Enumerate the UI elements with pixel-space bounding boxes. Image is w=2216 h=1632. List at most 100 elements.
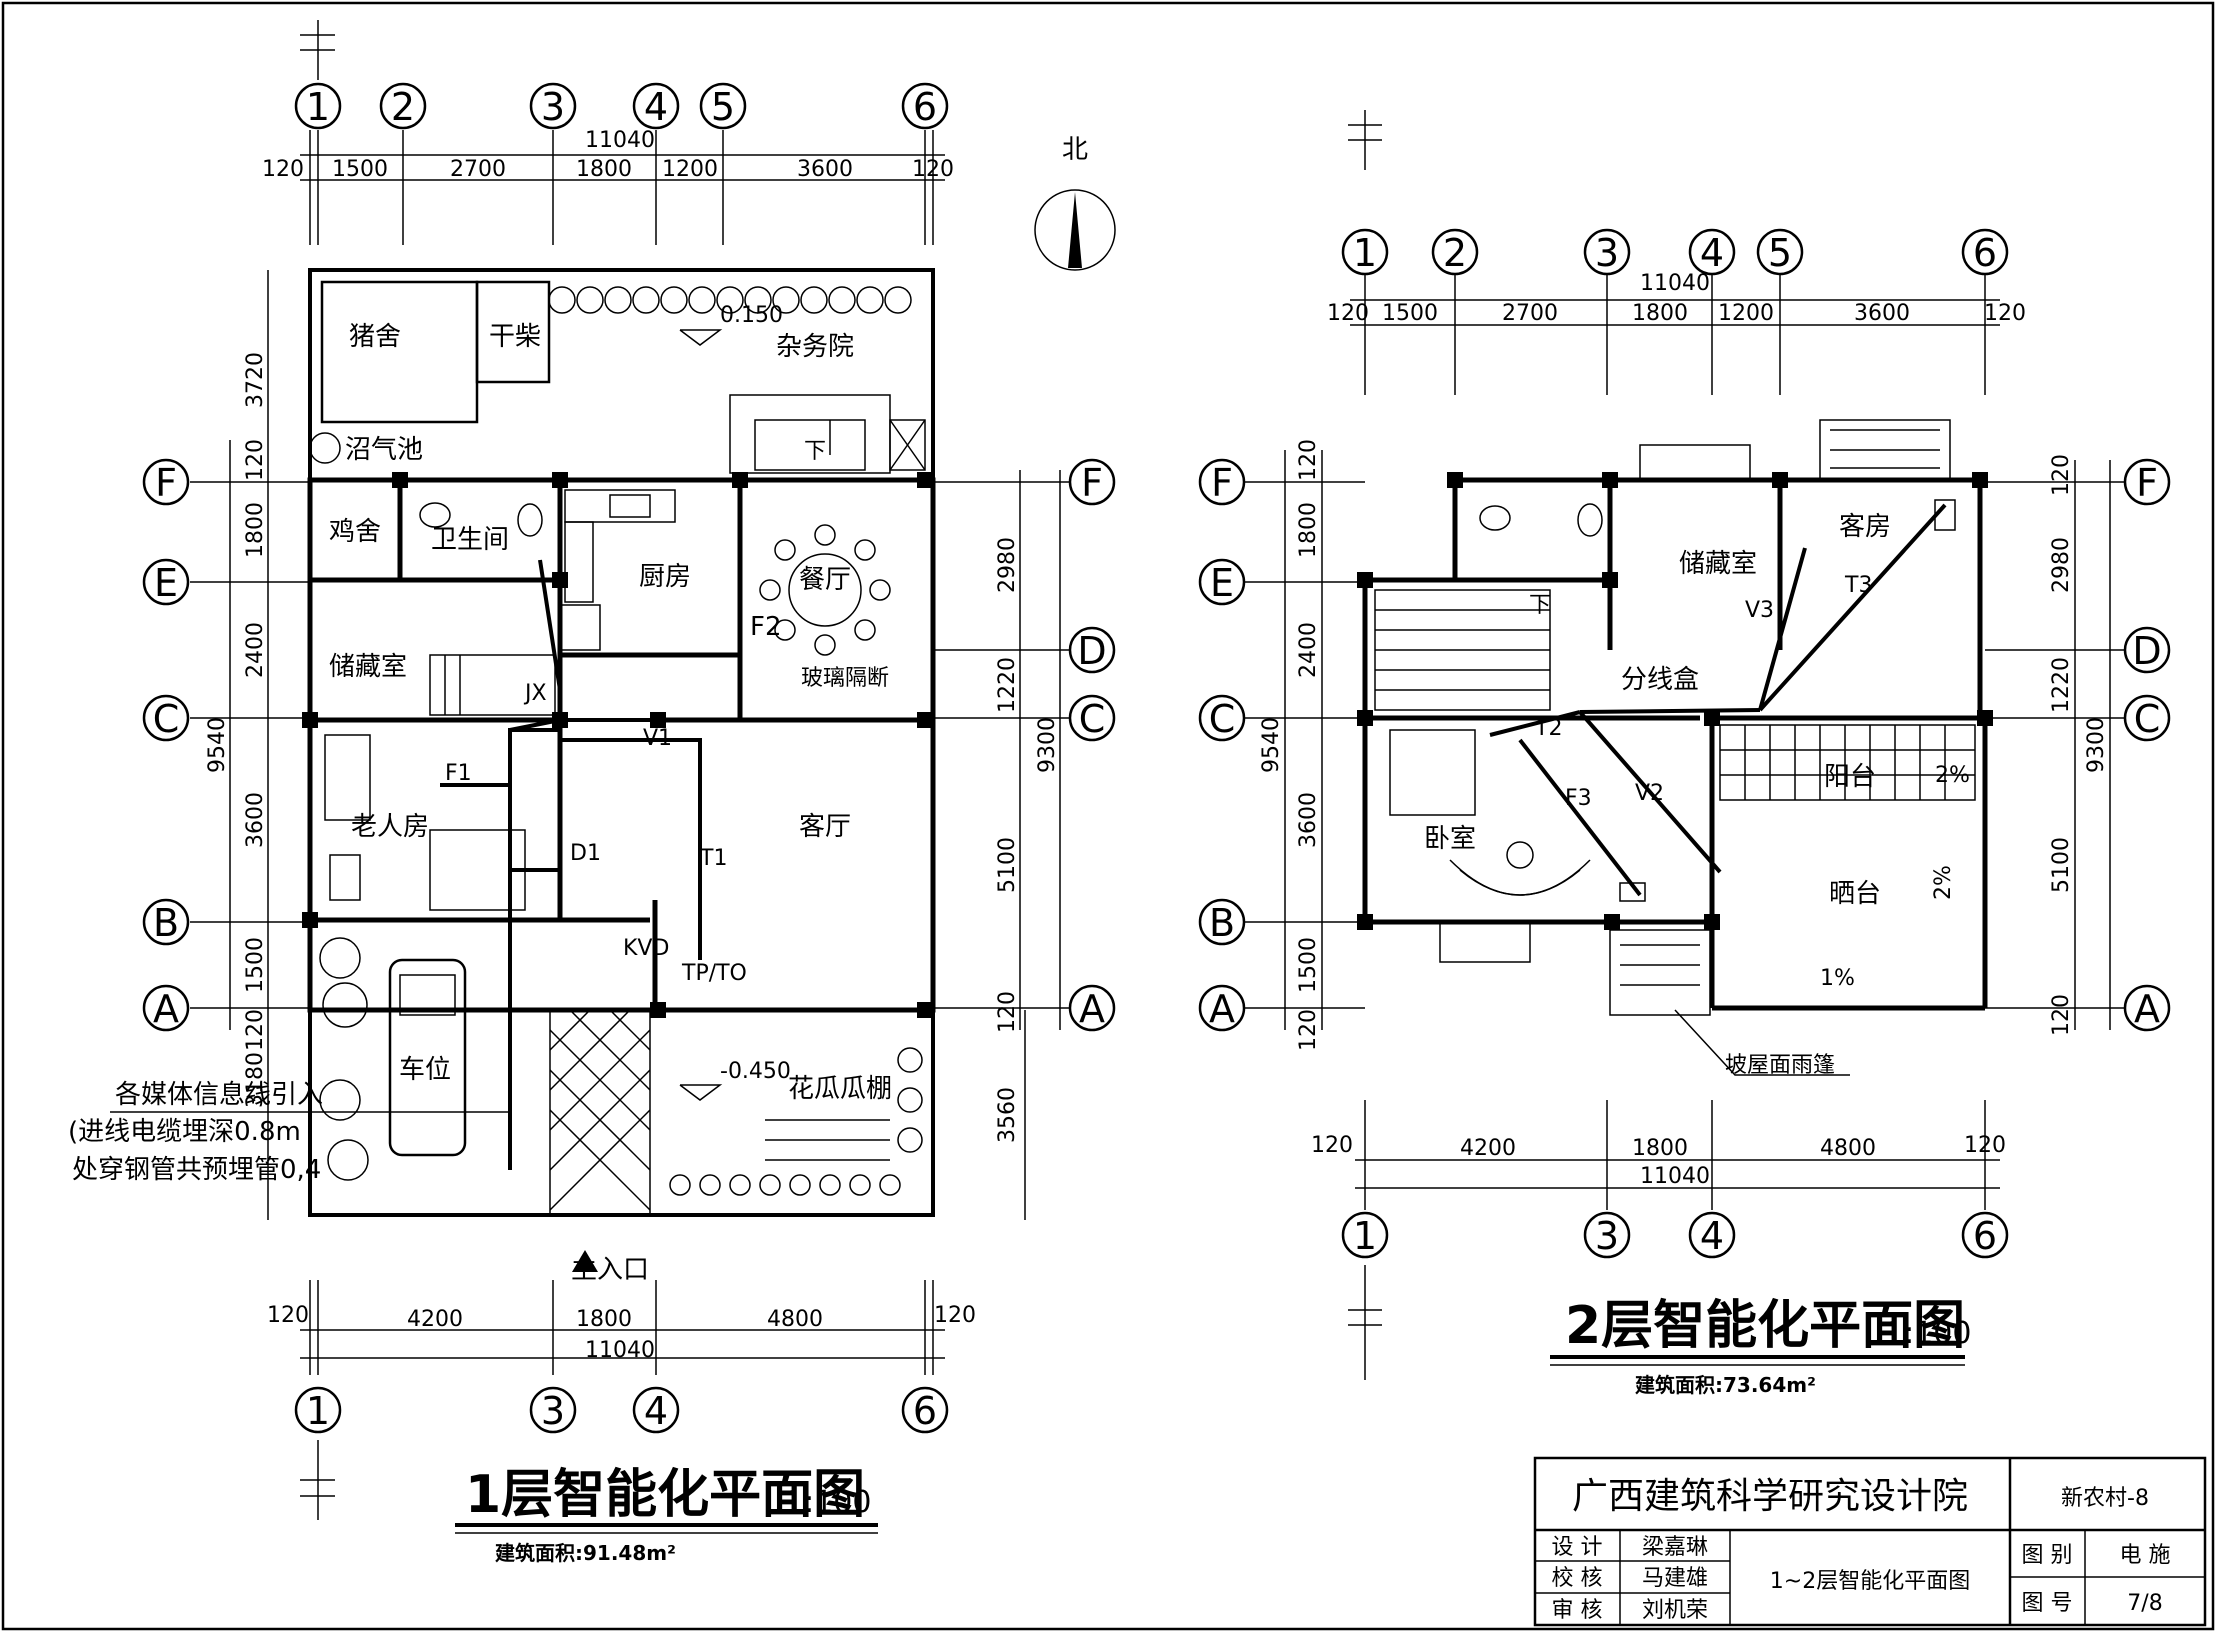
- note-line: 各媒体信息线引入: [115, 1080, 323, 1110]
- wire-label: TP/TO: [681, 961, 747, 986]
- dim: 1800: [1632, 301, 1688, 326]
- dim: 3180: [243, 1052, 268, 1108]
- slope: 2%: [1931, 865, 1956, 900]
- dim: 120: [1311, 1133, 1353, 1158]
- dim: 120: [1327, 301, 1369, 326]
- hedge: [548, 286, 912, 314]
- axis-label: 6: [913, 85, 937, 129]
- axis-label: 6: [1973, 231, 1997, 275]
- room-label: 卧室: [1424, 824, 1476, 854]
- dim: 120: [934, 1303, 976, 1328]
- designer-label: 设 计: [1552, 1535, 1603, 1560]
- dim: 3560: [995, 1087, 1020, 1143]
- dim: 120: [243, 1009, 268, 1051]
- wire-label: T2: [1534, 716, 1562, 741]
- wire-label: V1: [643, 726, 672, 751]
- north-arrow: 北: [1034, 135, 1116, 271]
- axis-label: 4: [1700, 1214, 1724, 1258]
- wire-label: JX: [523, 681, 547, 706]
- axis-label: F: [1081, 461, 1103, 505]
- dim: 1220: [995, 657, 1020, 713]
- axis-label: A: [1079, 987, 1105, 1031]
- dim: 1800: [1296, 502, 1321, 558]
- wire-label: KVD: [623, 936, 669, 961]
- dim: 1800: [576, 1307, 632, 1332]
- axis-label: 2: [391, 85, 415, 129]
- dim: 120: [995, 991, 1020, 1033]
- axis-label: D: [1077, 629, 1106, 673]
- checker-name: 马建雄: [1642, 1566, 1708, 1591]
- wire-label: V3: [1745, 598, 1774, 623]
- wire-label: F1: [445, 761, 472, 786]
- walls: [1362, 477, 1988, 1011]
- category-label: 图 别: [2022, 1543, 2073, 1568]
- axis-label: 1: [1353, 231, 1377, 275]
- axis-label: 3: [1595, 1214, 1619, 1258]
- axis-label: 5: [1768, 231, 1792, 275]
- room-label: 猪舍: [349, 322, 401, 352]
- axis-label: B: [1209, 901, 1235, 945]
- room-label: 坡屋面雨篷: [1725, 1053, 1835, 1078]
- room-label: 卫生间: [431, 525, 509, 555]
- balcony-tile: [1719, 724, 1976, 801]
- axis-label: 5: [711, 85, 735, 129]
- dim: 120: [2049, 994, 2074, 1036]
- bottom-axis-bubbles: 1 3 4 6: [294, 1386, 949, 1434]
- dim: 2400: [243, 622, 268, 678]
- dim: 2700: [1502, 301, 1558, 326]
- room-label: 鸡舍: [329, 517, 381, 547]
- room-label: 老人房: [351, 812, 429, 842]
- row-axis-bubbles: F E C B A F D C A: [142, 458, 1116, 1032]
- dim: 1500: [1382, 301, 1438, 326]
- dim: 4800: [767, 1307, 823, 1332]
- dim: 1500: [332, 157, 388, 182]
- room-label: 分线盒: [1621, 665, 1699, 695]
- category-value: 电 施: [2120, 1543, 2171, 1568]
- dim: 3600: [1854, 301, 1910, 326]
- car: [388, 958, 467, 1157]
- down-label: 下: [1529, 593, 1551, 618]
- axis-label: C: [1209, 697, 1236, 741]
- plan-scale: 1:100: [1885, 1316, 1971, 1351]
- wire-label: D1: [570, 841, 601, 866]
- axis-label: 3: [541, 85, 565, 129]
- dim: 5100: [2049, 837, 2074, 893]
- elevation: -0.450: [720, 1059, 791, 1084]
- axis-label: 4: [644, 1389, 668, 1433]
- axis-label: 1: [1353, 1214, 1377, 1258]
- room-label: 餐厅: [799, 565, 851, 595]
- room-label: 晒台: [1829, 879, 1881, 909]
- institute-name: 广西建筑科学研究设计院: [1572, 1476, 1968, 1517]
- dim: 4800: [1820, 1136, 1876, 1161]
- room-label: 玻璃隔断: [801, 666, 889, 691]
- axis-label: C: [153, 697, 180, 741]
- dim: 2980: [2049, 537, 2074, 593]
- dim: 1500: [243, 937, 268, 993]
- walls: [307, 477, 936, 1013]
- axis-label: 1: [306, 85, 330, 129]
- axis-label: 1: [306, 1389, 330, 1433]
- dim: 1200: [1718, 301, 1774, 326]
- room-label: 杂务院: [776, 332, 854, 362]
- dim: 120: [262, 157, 304, 182]
- second-floor-plan: 1 2 3 4 5 6 11040 120 1500 2700 1800 120…: [1198, 110, 2171, 1397]
- wiring: [440, 495, 742, 1170]
- axis-label: D: [2132, 629, 2161, 673]
- room-label: 储藏室: [329, 652, 407, 682]
- overall-dim: 11040: [585, 128, 655, 153]
- first-floor-plan: 1 2 3 4 5 6 11040 120 1500 2700 1800 120…: [68, 20, 1116, 1565]
- axis-label: A: [153, 987, 179, 1031]
- wire-label: T3: [1844, 573, 1872, 598]
- dim: 120: [2049, 454, 2074, 496]
- dim: 2700: [450, 157, 506, 182]
- top-axis-bubbles: 1 2 3 4 5 6: [294, 82, 949, 130]
- checker-label: 校 核: [1552, 1566, 1603, 1591]
- north-label: 北: [1062, 135, 1088, 165]
- dim: 5100: [995, 837, 1020, 893]
- axis-label: 2: [1443, 231, 1467, 275]
- dim: 120: [912, 157, 954, 182]
- dim: 1220: [2049, 657, 2074, 713]
- axis-label: E: [154, 561, 178, 605]
- dim: 4200: [407, 1307, 463, 1332]
- wiring: [1489, 503, 1947, 897]
